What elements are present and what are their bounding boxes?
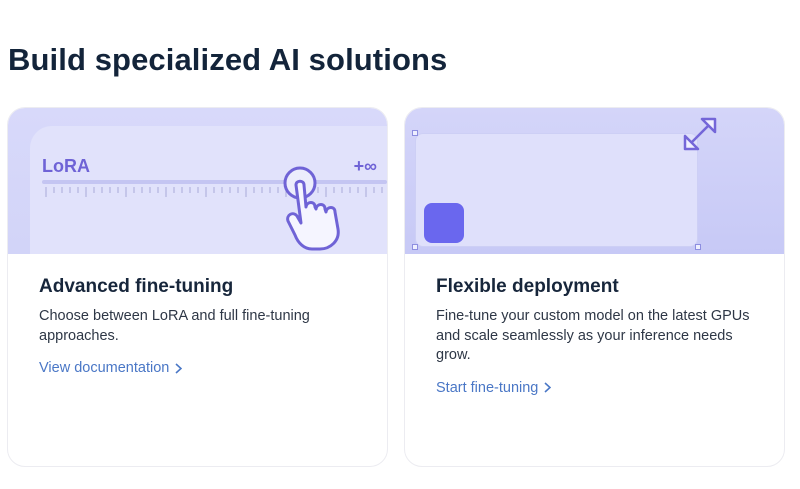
resize-handle [412,130,418,136]
card-title: Advanced fine-tuning [39,276,234,297]
deployment-illustration [405,108,784,254]
chevron-right-icon [544,382,552,393]
model-block [424,203,464,243]
link-label: Start fine-tuning [436,379,539,396]
start-fine-tuning-link[interactable]: Start fine-tuning [436,379,552,396]
card-advanced-fine-tuning: LoRA +∞ Advanced fine-tuning Choose betw… [7,107,388,467]
card-description: Fine-tune your custom model on the lates… [436,308,750,363]
card-flexible-deployment: Flexible deployment Fine-tune your custo… [404,107,785,467]
resize-arrows-icon [683,117,717,151]
view-documentation-link[interactable]: View documentation [39,360,183,376]
slider-max-label: +∞ [353,156,377,176]
card-body: Flexible deployment Fine-tune your custo… [436,276,764,397]
chevron-right-icon [175,362,183,374]
card-body: Advanced fine-tuning Choose between LoRA… [39,276,367,377]
page-title: Build specialized AI solutions [8,42,448,77]
slider-min-label: LoRA [42,156,90,176]
card-description: Choose between LoRA and full fine-tuning… [39,308,310,344]
hand-pointer-icon [283,166,340,251]
card-title: Flexible deployment [436,276,619,297]
slider-track [42,180,387,184]
resize-handle [412,244,418,250]
lora-slider-illustration: LoRA +∞ [8,108,387,254]
resize-handle [695,244,701,250]
link-label: View documentation [39,360,170,376]
